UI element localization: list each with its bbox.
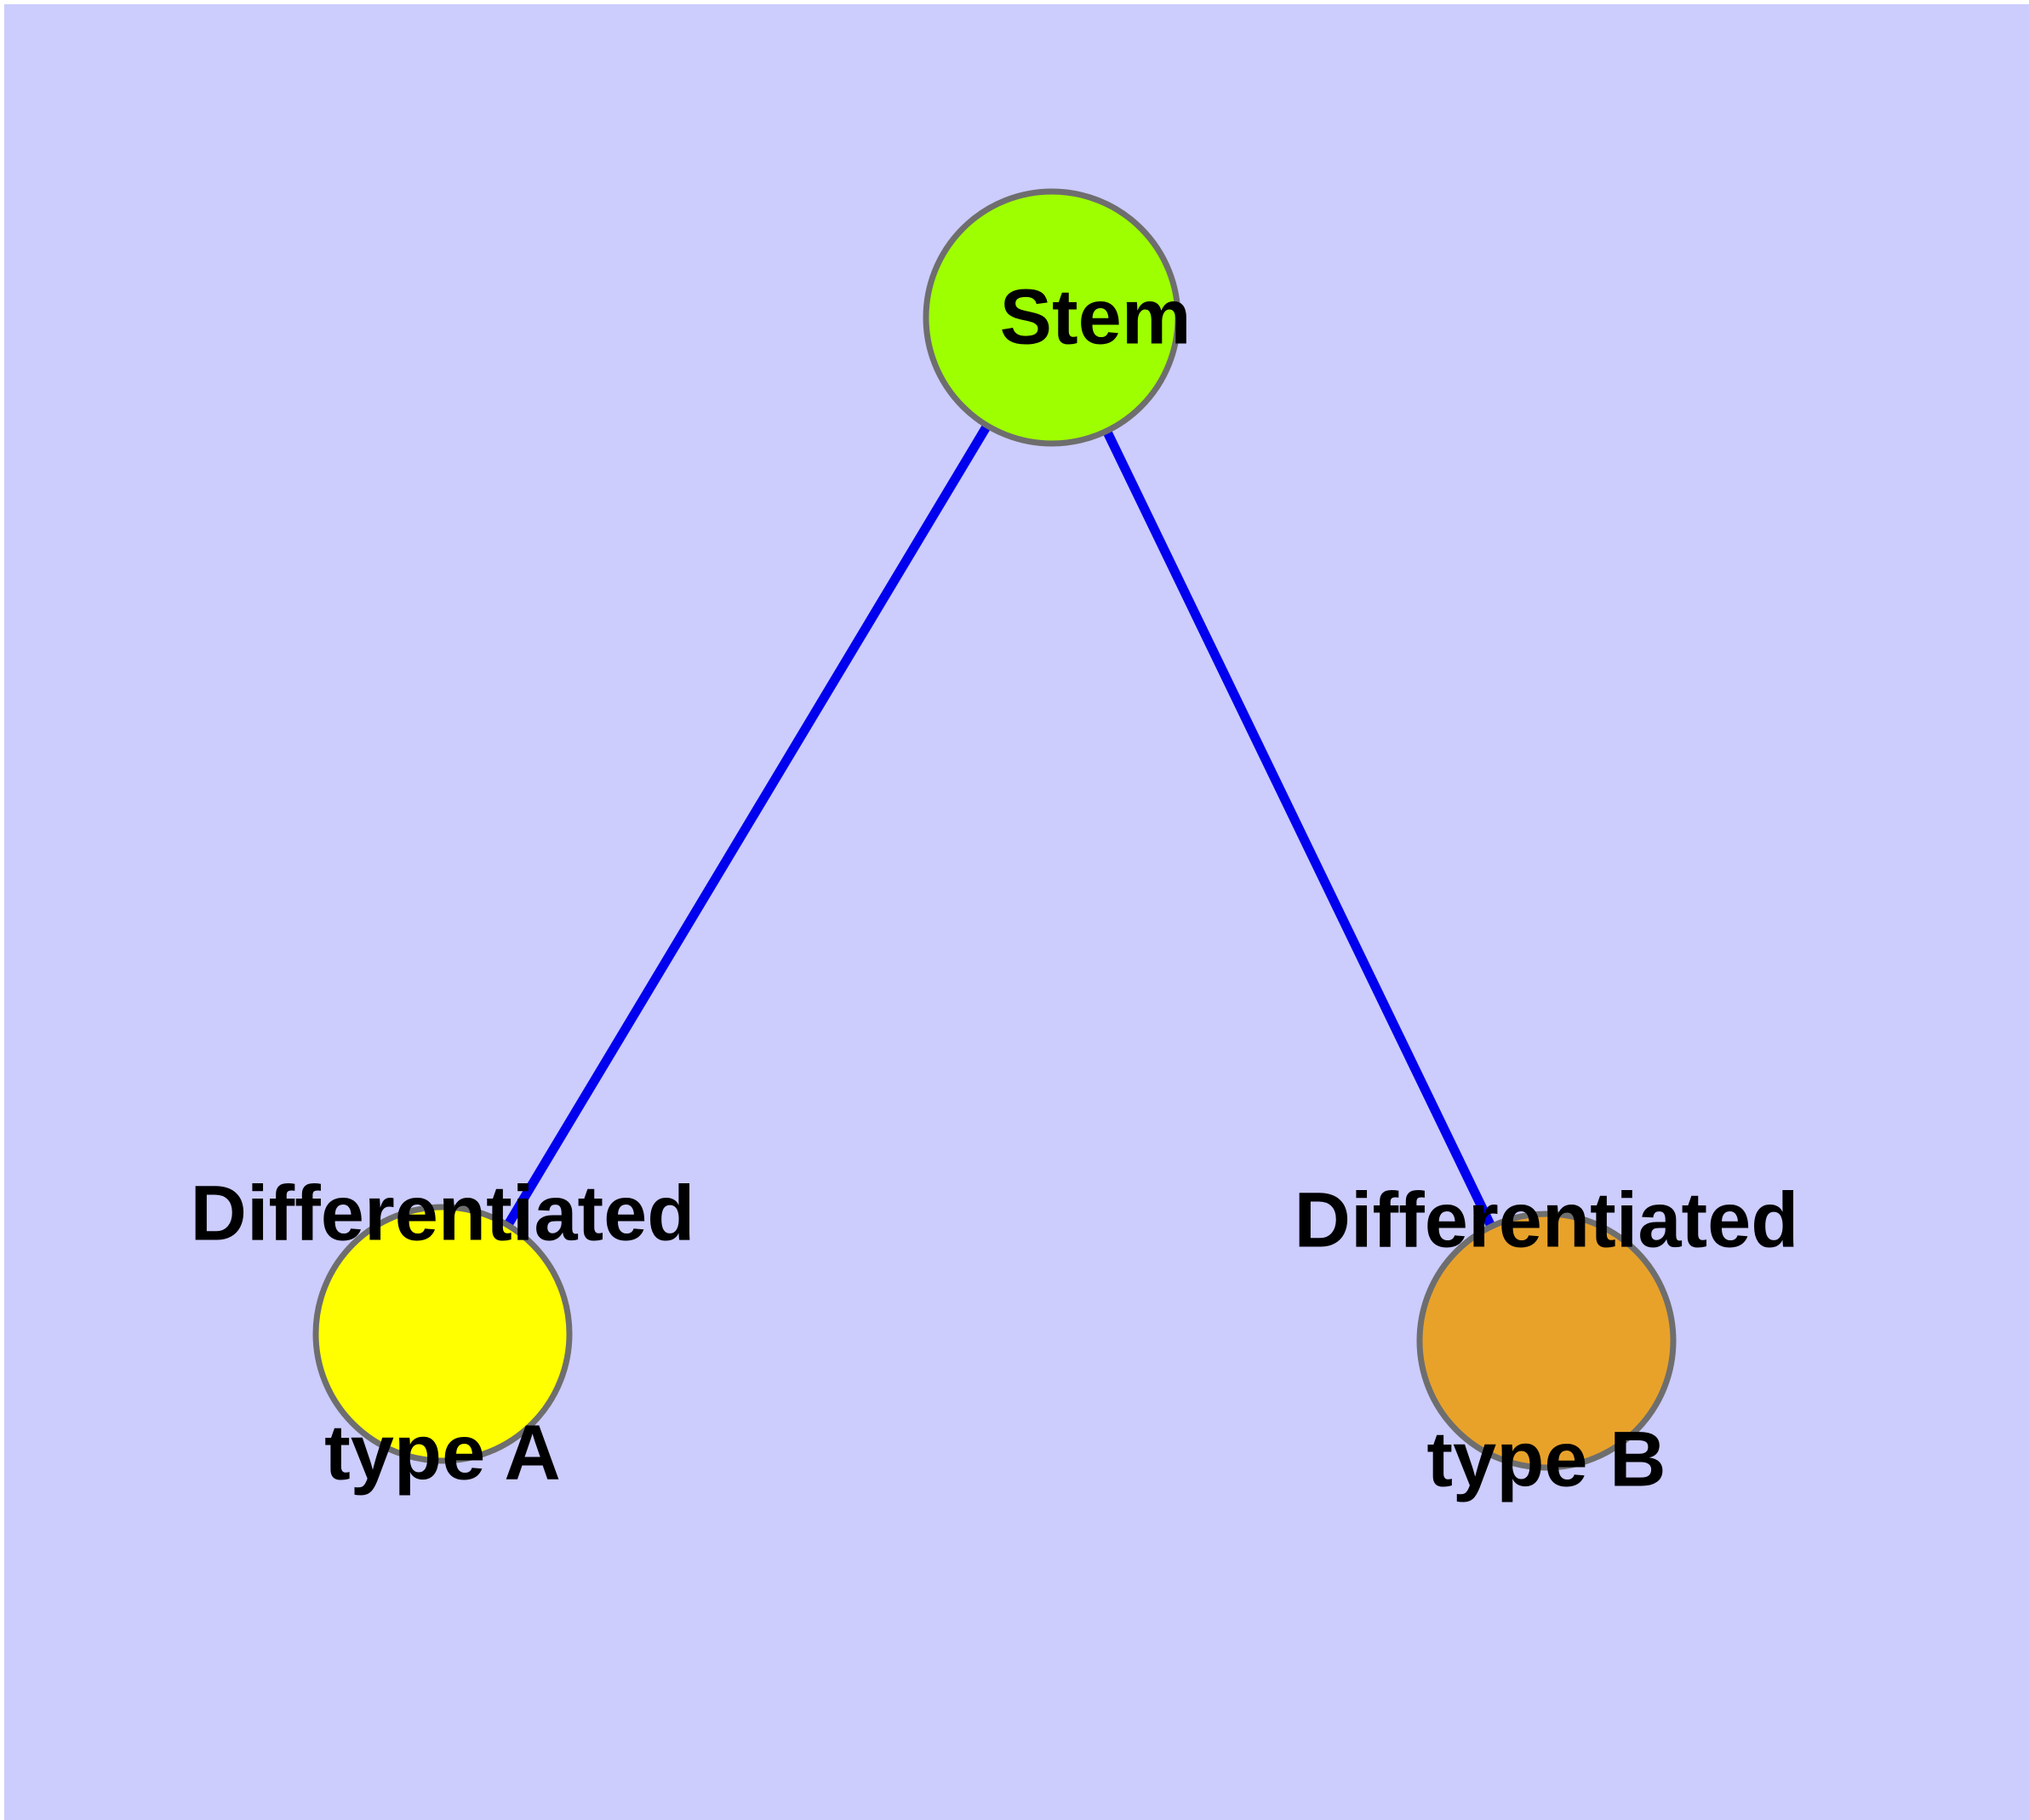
edge-stem-to-differentiated-type-a [505,425,991,1226]
edge-stem-to-differentiated-type-b [1103,431,1495,1227]
node-differentiated-type-b[interactable] [1416,1210,1677,1471]
node-differentiated-type-a[interactable] [312,1204,573,1464]
node-stem[interactable] [923,188,1181,447]
